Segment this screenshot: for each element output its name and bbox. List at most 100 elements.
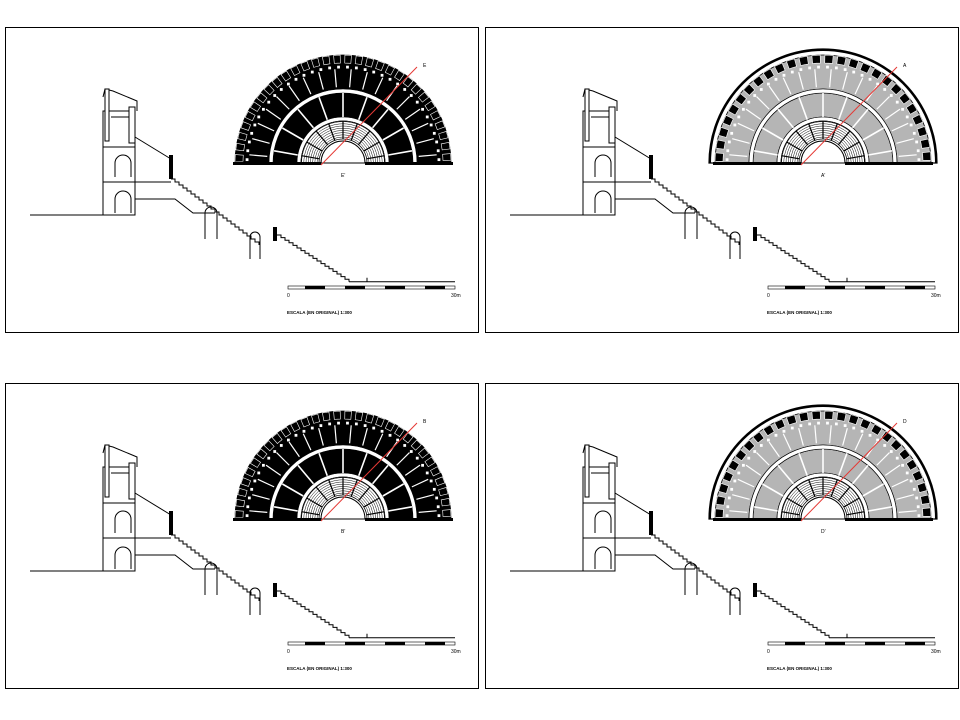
radial-stair xyxy=(868,506,893,512)
vomitorium-opening xyxy=(262,463,265,467)
vomitorium-opening xyxy=(725,158,729,162)
vomitorium-opening xyxy=(415,456,419,460)
theatre-plan: AA' xyxy=(708,48,938,179)
vault-passage xyxy=(135,198,215,214)
stage-roof xyxy=(102,88,138,111)
buttress-block xyxy=(911,114,924,126)
buttress-block xyxy=(786,58,797,70)
vomitorium-opening xyxy=(727,496,731,500)
vomitorium-opening xyxy=(363,424,367,427)
scale-bar-frame xyxy=(287,285,456,290)
radial-stair xyxy=(306,497,323,508)
buttress-block xyxy=(752,431,765,444)
radial-stair xyxy=(318,452,329,477)
radial-stair xyxy=(265,464,282,476)
vomitorium-opening xyxy=(429,123,433,127)
radial-stair xyxy=(884,108,901,120)
vomitorium-opening xyxy=(876,82,880,86)
buttress-block xyxy=(410,439,422,451)
radial-stair xyxy=(729,154,748,157)
radial-stair xyxy=(249,154,268,157)
vomitorium-opening xyxy=(354,422,358,426)
vomitorium-opening xyxy=(279,444,283,447)
buttress-block xyxy=(410,83,422,95)
radial-stair xyxy=(302,77,312,95)
scale-segment xyxy=(905,286,925,289)
vomitorium-opening xyxy=(436,505,440,509)
scale-segment xyxy=(345,286,365,289)
section-cut-line xyxy=(800,422,898,522)
radial-stair xyxy=(768,441,780,458)
radial-stair xyxy=(276,452,290,466)
buttress-block xyxy=(916,126,928,137)
vomitorium-opening xyxy=(435,140,439,144)
section-mark-start: B xyxy=(423,419,427,425)
section-mark-start: A xyxy=(903,63,907,69)
buttress-block xyxy=(824,54,834,64)
arch xyxy=(729,231,741,259)
scale-end-label: 30m xyxy=(931,293,941,299)
section-mark-end: E' xyxy=(341,173,345,179)
ima-cavea xyxy=(300,120,386,164)
radial-stair xyxy=(396,452,410,466)
buttress-block xyxy=(375,416,385,428)
vomitorium-opening xyxy=(852,70,856,74)
buttress-block xyxy=(256,448,268,460)
vomitorium-opening xyxy=(782,429,786,433)
vomitorium-opening xyxy=(437,158,441,162)
vomitorium-opening xyxy=(247,496,251,500)
buttress-block xyxy=(237,487,248,497)
wall-block xyxy=(169,155,173,179)
buttress-block xyxy=(354,411,364,422)
vomitorium-opening xyxy=(759,88,763,91)
radial-stair xyxy=(798,96,809,121)
vomitorium-opening xyxy=(328,422,332,426)
vomitorium-opening xyxy=(826,421,829,425)
radial-stair xyxy=(786,141,803,152)
radial-stair xyxy=(357,452,368,477)
radial-stair xyxy=(418,510,437,513)
vomitorium-opening xyxy=(302,73,306,77)
buttress-block xyxy=(762,68,775,81)
buttress-block xyxy=(402,432,414,444)
vomitorium-opening xyxy=(834,422,838,426)
radial-stair xyxy=(761,483,784,497)
radial-stair xyxy=(396,96,410,110)
stage-roof xyxy=(582,444,618,467)
vomitorium-opening xyxy=(396,438,400,442)
buttress-block xyxy=(727,459,740,472)
vomitorium-opening xyxy=(901,107,904,111)
section-cut-line xyxy=(320,422,418,522)
buttress-block xyxy=(235,498,246,508)
scale-end-label: 30m xyxy=(451,649,461,655)
radial-stair xyxy=(357,486,371,502)
radial-stair xyxy=(814,425,817,444)
radial-stair xyxy=(891,478,909,488)
buttress-block xyxy=(384,420,395,432)
radial-stair xyxy=(786,497,803,508)
buttress-block xyxy=(722,470,734,483)
radial-stair xyxy=(842,72,848,90)
buttress-block xyxy=(922,151,932,161)
vomitorium-opening xyxy=(774,77,778,81)
vomitorium-opening xyxy=(730,487,734,491)
buttress-block xyxy=(434,476,446,487)
scale-start-label: 0 xyxy=(287,649,290,655)
section-mark-start: E xyxy=(423,63,427,69)
wall-block xyxy=(273,227,277,241)
buttress-block xyxy=(344,410,352,420)
radial-stair xyxy=(301,511,320,516)
radial-stair xyxy=(362,428,368,446)
radial-stair xyxy=(416,494,434,500)
buttress-block xyxy=(714,152,724,162)
roof-slope xyxy=(134,492,172,516)
radial-stair xyxy=(737,122,755,132)
ima-cavea xyxy=(780,476,866,520)
radial-stair xyxy=(756,452,770,466)
vomitorium-opening xyxy=(257,115,261,119)
scale-caption: ESCALA (EN ORIGINAL) 1:300 xyxy=(287,666,352,671)
vomitorium-opening xyxy=(302,429,306,433)
vomitorium-opening xyxy=(319,68,323,71)
